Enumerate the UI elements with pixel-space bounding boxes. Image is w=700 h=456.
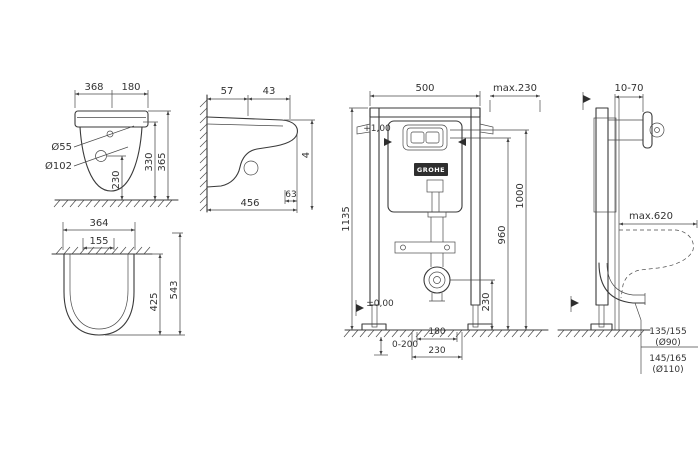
flag-icon [571, 299, 579, 307]
outlet-height-90: 135/155 [649, 327, 686, 337]
wc-bowl-front [79, 126, 143, 192]
outlet-dia-90: (Ø90) [655, 337, 681, 348]
level-zero: ±0,00 [366, 299, 394, 309]
dim-diameter-55: Ø55 [51, 141, 72, 153]
outlet-height-110: 145/165 [649, 354, 686, 364]
actuator-knob-center [654, 127, 660, 133]
brand-badge [414, 163, 448, 176]
extension-lines [411, 332, 463, 360]
dim-63: 63 [285, 190, 296, 200]
foot-left [371, 304, 378, 328]
leader-d55 [73, 125, 135, 148]
dim-500: 500 [415, 83, 434, 94]
flag-icon [583, 95, 591, 103]
bolt-hole [444, 244, 450, 251]
actuator-knob [649, 122, 665, 138]
dim-230: 230 [111, 170, 122, 189]
flush-button-large [425, 131, 440, 144]
dim-57: 57 [221, 86, 234, 97]
flush-pipe [430, 217, 444, 242]
dim-330: 330 [144, 152, 155, 171]
wc-outline-dashed [619, 229, 694, 299]
flush-plate-side [642, 111, 653, 149]
dim-364: 364 [89, 218, 108, 229]
drain-pipe-outer [598, 262, 646, 304]
extension-lines [369, 91, 481, 106]
outlet-dia-110: (Ø110) [652, 364, 683, 375]
dim-230-offset: 230 [428, 346, 445, 356]
dim-diameter-102: Ø102 [45, 160, 72, 172]
wall-hatch [199, 99, 208, 212]
foot-right [472, 304, 479, 328]
dim-1135: 1135 [341, 206, 352, 231]
frame-front-view: GROHE 500 max.230 1135 [341, 83, 549, 360]
wc-front-view: 368 180 Ø55 Ø102 230 330 365 [45, 82, 179, 208]
drain-stub [429, 293, 445, 302]
dim-230: 230 [481, 292, 492, 311]
fill-valve [426, 179, 444, 193]
dim-10-70: 10-70 [614, 83, 643, 94]
frame-side-view: max.620 10-70 135/155 (Ø90) 145/165 (Ø11… [557, 83, 698, 375]
ground-hatch [53, 199, 173, 208]
bend-connector [430, 253, 444, 267]
finished-wall-lines [614, 98, 620, 330]
dim-max-620: max.620 [629, 211, 673, 222]
dim-155: 155 [89, 236, 108, 247]
flush-button-small [410, 131, 425, 144]
flush-plate-inner [406, 127, 444, 148]
ground-hatch [343, 329, 543, 338]
seat-line [206, 123, 284, 127]
foot-side [598, 304, 605, 328]
leader-line [634, 302, 642, 321]
drain-bend-mid [428, 271, 446, 289]
brand-logo: GROHE [417, 166, 445, 174]
dim-368: 368 [84, 82, 103, 93]
drain-bend-center [433, 276, 441, 284]
dim-1000: 1000 [515, 183, 526, 208]
wc-side-profile [206, 116, 298, 188]
bolt-hole [400, 244, 406, 251]
level-flag-icon [356, 304, 364, 312]
actuation-lines [608, 119, 643, 141]
mounting-hole [106, 130, 114, 138]
wc-side-view: 57 43 456 63 4 [199, 86, 315, 213]
dim-0-200: 0-200 [392, 340, 418, 350]
wc-top-outline [63, 253, 135, 336]
extension-lines [62, 222, 136, 250]
extension-lines [450, 129, 529, 281]
cistern [387, 120, 463, 213]
frame-top-crossbar [369, 107, 481, 118]
pipe-flange [427, 211, 447, 218]
dim-180: 180 [121, 82, 140, 93]
flush-plate [402, 124, 448, 151]
trap-detail [243, 160, 259, 176]
wc-seat-inner [69, 254, 129, 330]
extension-lines [489, 100, 541, 112]
valve-pipes [431, 192, 440, 212]
dim-365: 365 [157, 152, 168, 171]
dim-max-230: max.230 [493, 83, 537, 94]
dim-456: 456 [240, 198, 259, 209]
dim-543: 543 [169, 280, 180, 299]
dim-180: 180 [428, 327, 445, 337]
drain-pipe-inner [606, 262, 645, 296]
dim-43: 43 [263, 86, 276, 97]
wc-top-view: 364 155 425 543 [51, 218, 185, 336]
dim-425: 425 [149, 292, 160, 311]
dim-960: 960 [497, 225, 508, 244]
ground-hatch [557, 329, 645, 338]
wall-hatch [55, 246, 151, 255]
cistern-side [593, 117, 617, 213]
leader-d102 [73, 146, 129, 167]
drain-hole [95, 150, 107, 162]
wall-brackets [356, 123, 494, 135]
outlet-table-lines [640, 320, 698, 374]
level-plus-100: +1,00 [363, 124, 391, 134]
wc-lid [74, 110, 149, 128]
dim-4: 4 [301, 152, 312, 158]
lower-crossbar [394, 241, 456, 254]
